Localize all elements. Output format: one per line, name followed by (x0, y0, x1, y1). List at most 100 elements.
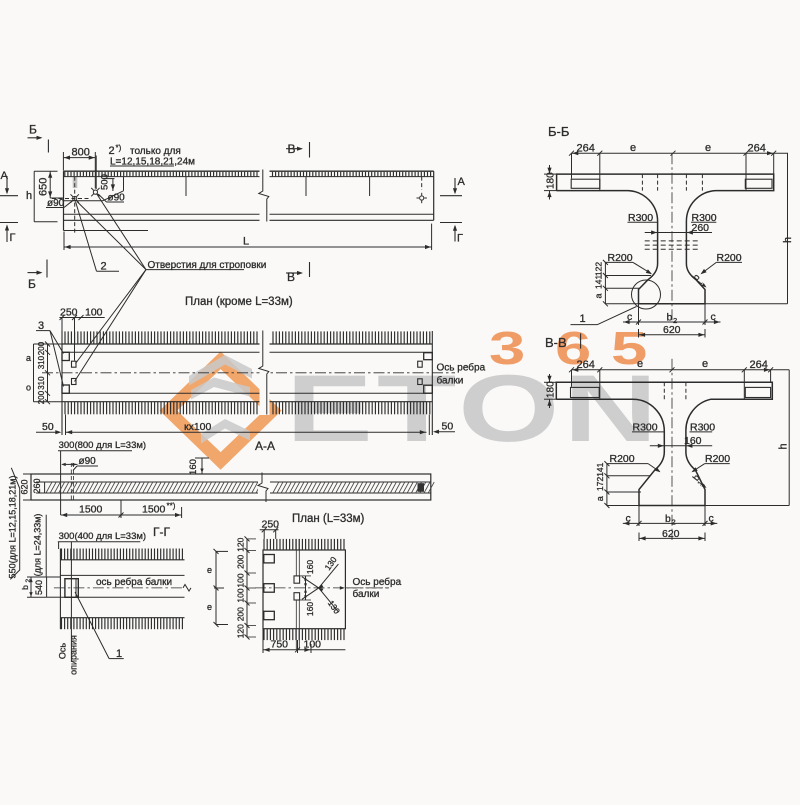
svg-text:ø90: ø90 (79, 456, 97, 467)
svg-text:В-В: В-В (545, 335, 567, 350)
svg-text:Ось ребра: Ось ребра (437, 362, 486, 374)
svg-text:260: 260 (32, 478, 42, 493)
svg-text:R200: R200 (717, 252, 742, 264)
svg-text:c: c (627, 311, 632, 323)
svg-text:160: 160 (305, 560, 315, 574)
svg-text:1: 1 (116, 648, 122, 660)
svg-text:ø90: ø90 (47, 198, 65, 209)
svg-text:План (L=33м): План (L=33м) (292, 513, 365, 525)
svg-text:160: 160 (188, 459, 199, 475)
svg-text:e: e (207, 602, 212, 612)
svg-text:141: 141 (594, 275, 604, 289)
svg-text:200: 200 (236, 554, 246, 568)
svg-text:А: А (1, 170, 9, 182)
svg-text:R200: R200 (608, 252, 633, 264)
svg-text:e: e (637, 358, 643, 370)
svg-text:Ось ребра: Ось ребра (353, 576, 402, 588)
svg-text:2: 2 (25, 579, 32, 583)
svg-text:264: 264 (577, 359, 595, 371)
svg-text:264: 264 (750, 359, 768, 371)
svg-text:50: 50 (42, 421, 54, 433)
svg-text:Отверстия для строповки: Отверстия для строповки (148, 260, 267, 271)
svg-text:2: 2 (672, 518, 676, 527)
svg-text:200: 200 (37, 341, 46, 355)
svg-text:только для: только для (130, 146, 181, 157)
svg-text:h: h (778, 443, 790, 449)
svg-text:250: 250 (262, 519, 280, 531)
svg-text:В: В (287, 270, 295, 284)
svg-text:2: 2 (101, 261, 107, 273)
svg-text:3: 3 (489, 322, 525, 373)
svg-text:1: 1 (580, 313, 586, 325)
svg-text:1: 1 (697, 480, 705, 487)
svg-text:ETON: ETON (286, 356, 662, 462)
svg-text:100: 100 (236, 588, 246, 602)
svg-text:2: 2 (673, 316, 677, 325)
svg-text:100: 100 (304, 639, 322, 651)
svg-text:Г: Г (457, 233, 463, 245)
svg-text:250: 250 (60, 307, 78, 319)
svg-text:100: 100 (85, 307, 103, 319)
svg-text:180: 180 (546, 172, 557, 189)
svg-text:b: b (691, 272, 702, 282)
svg-text:ø90: ø90 (108, 192, 126, 203)
svg-text:Ось: Ось (58, 643, 68, 660)
svg-text:620: 620 (662, 528, 680, 540)
svg-text:Б-Б: Б-Б (548, 124, 569, 139)
svg-text:2: 2 (109, 145, 115, 157)
svg-text:3: 3 (38, 320, 44, 332)
svg-text:200: 200 (236, 607, 246, 621)
svg-text:e: e (630, 142, 636, 154)
svg-text:h: h (782, 237, 794, 243)
svg-text:Б: Б (28, 277, 36, 291)
svg-text:264: 264 (748, 143, 766, 155)
svg-text:141: 141 (595, 462, 605, 476)
svg-text:L=12,15,18,21,24м: L=12,15,18,21,24м (110, 156, 195, 167)
svg-text:50: 50 (442, 421, 454, 433)
svg-text:Г: Г (10, 232, 16, 244)
svg-text:*): *) (116, 144, 122, 153)
svg-text:(для L=24,33м): (для L=24,33м) (33, 514, 43, 577)
svg-text:План (кроме L=33м): План (кроме L=33м) (185, 296, 293, 308)
svg-text:**): **) (167, 502, 176, 511)
svg-text:ось ребра балки: ось ребра балки (96, 576, 172, 588)
svg-text:А: А (458, 176, 466, 188)
svg-text:172: 172 (595, 477, 605, 491)
svg-text:300(800 для L=33м): 300(800 для L=33м) (59, 440, 146, 451)
svg-text:1: 1 (697, 279, 705, 286)
svg-text:160: 160 (684, 435, 702, 447)
svg-text:620: 620 (20, 479, 30, 494)
svg-text:300(400 для L=33м): 300(400 для L=33м) (59, 531, 146, 542)
svg-text:6: 6 (555, 322, 591, 373)
svg-text:200: 200 (37, 390, 46, 404)
svg-text:c: c (711, 311, 716, 323)
svg-text:Г-Г: Г-Г (153, 525, 170, 539)
svg-text:А-А: А-А (255, 439, 275, 453)
svg-text:180: 180 (546, 381, 557, 398)
svg-text:L: L (243, 236, 249, 248)
svg-text:балки: балки (353, 588, 380, 600)
svg-text:а: а (594, 293, 604, 298)
svg-text:b: b (691, 473, 702, 483)
svg-text:620: 620 (663, 324, 681, 336)
svg-text:а: а (595, 496, 605, 501)
svg-text:540: 540 (34, 580, 44, 595)
svg-text:опирания: опирания (69, 635, 79, 675)
svg-text:264: 264 (577, 143, 595, 155)
svg-text:R200: R200 (705, 453, 730, 465)
svg-text:160: 160 (305, 602, 315, 616)
svg-text:Б: Б (29, 123, 37, 137)
svg-text:800: 800 (72, 147, 90, 159)
svg-text:R300: R300 (628, 212, 653, 224)
svg-text:о: о (26, 383, 31, 393)
svg-text:750: 750 (271, 639, 289, 651)
svg-text:e: e (705, 142, 711, 154)
svg-text:R300: R300 (690, 422, 715, 434)
svg-text:h: h (26, 190, 32, 202)
svg-text:R200: R200 (610, 453, 635, 465)
svg-text:e: e (702, 358, 708, 370)
svg-text:500: 500 (100, 174, 111, 190)
svg-text:310: 310 (37, 355, 46, 369)
svg-text:c: c (709, 513, 714, 525)
svg-text:310: 310 (37, 376, 46, 390)
